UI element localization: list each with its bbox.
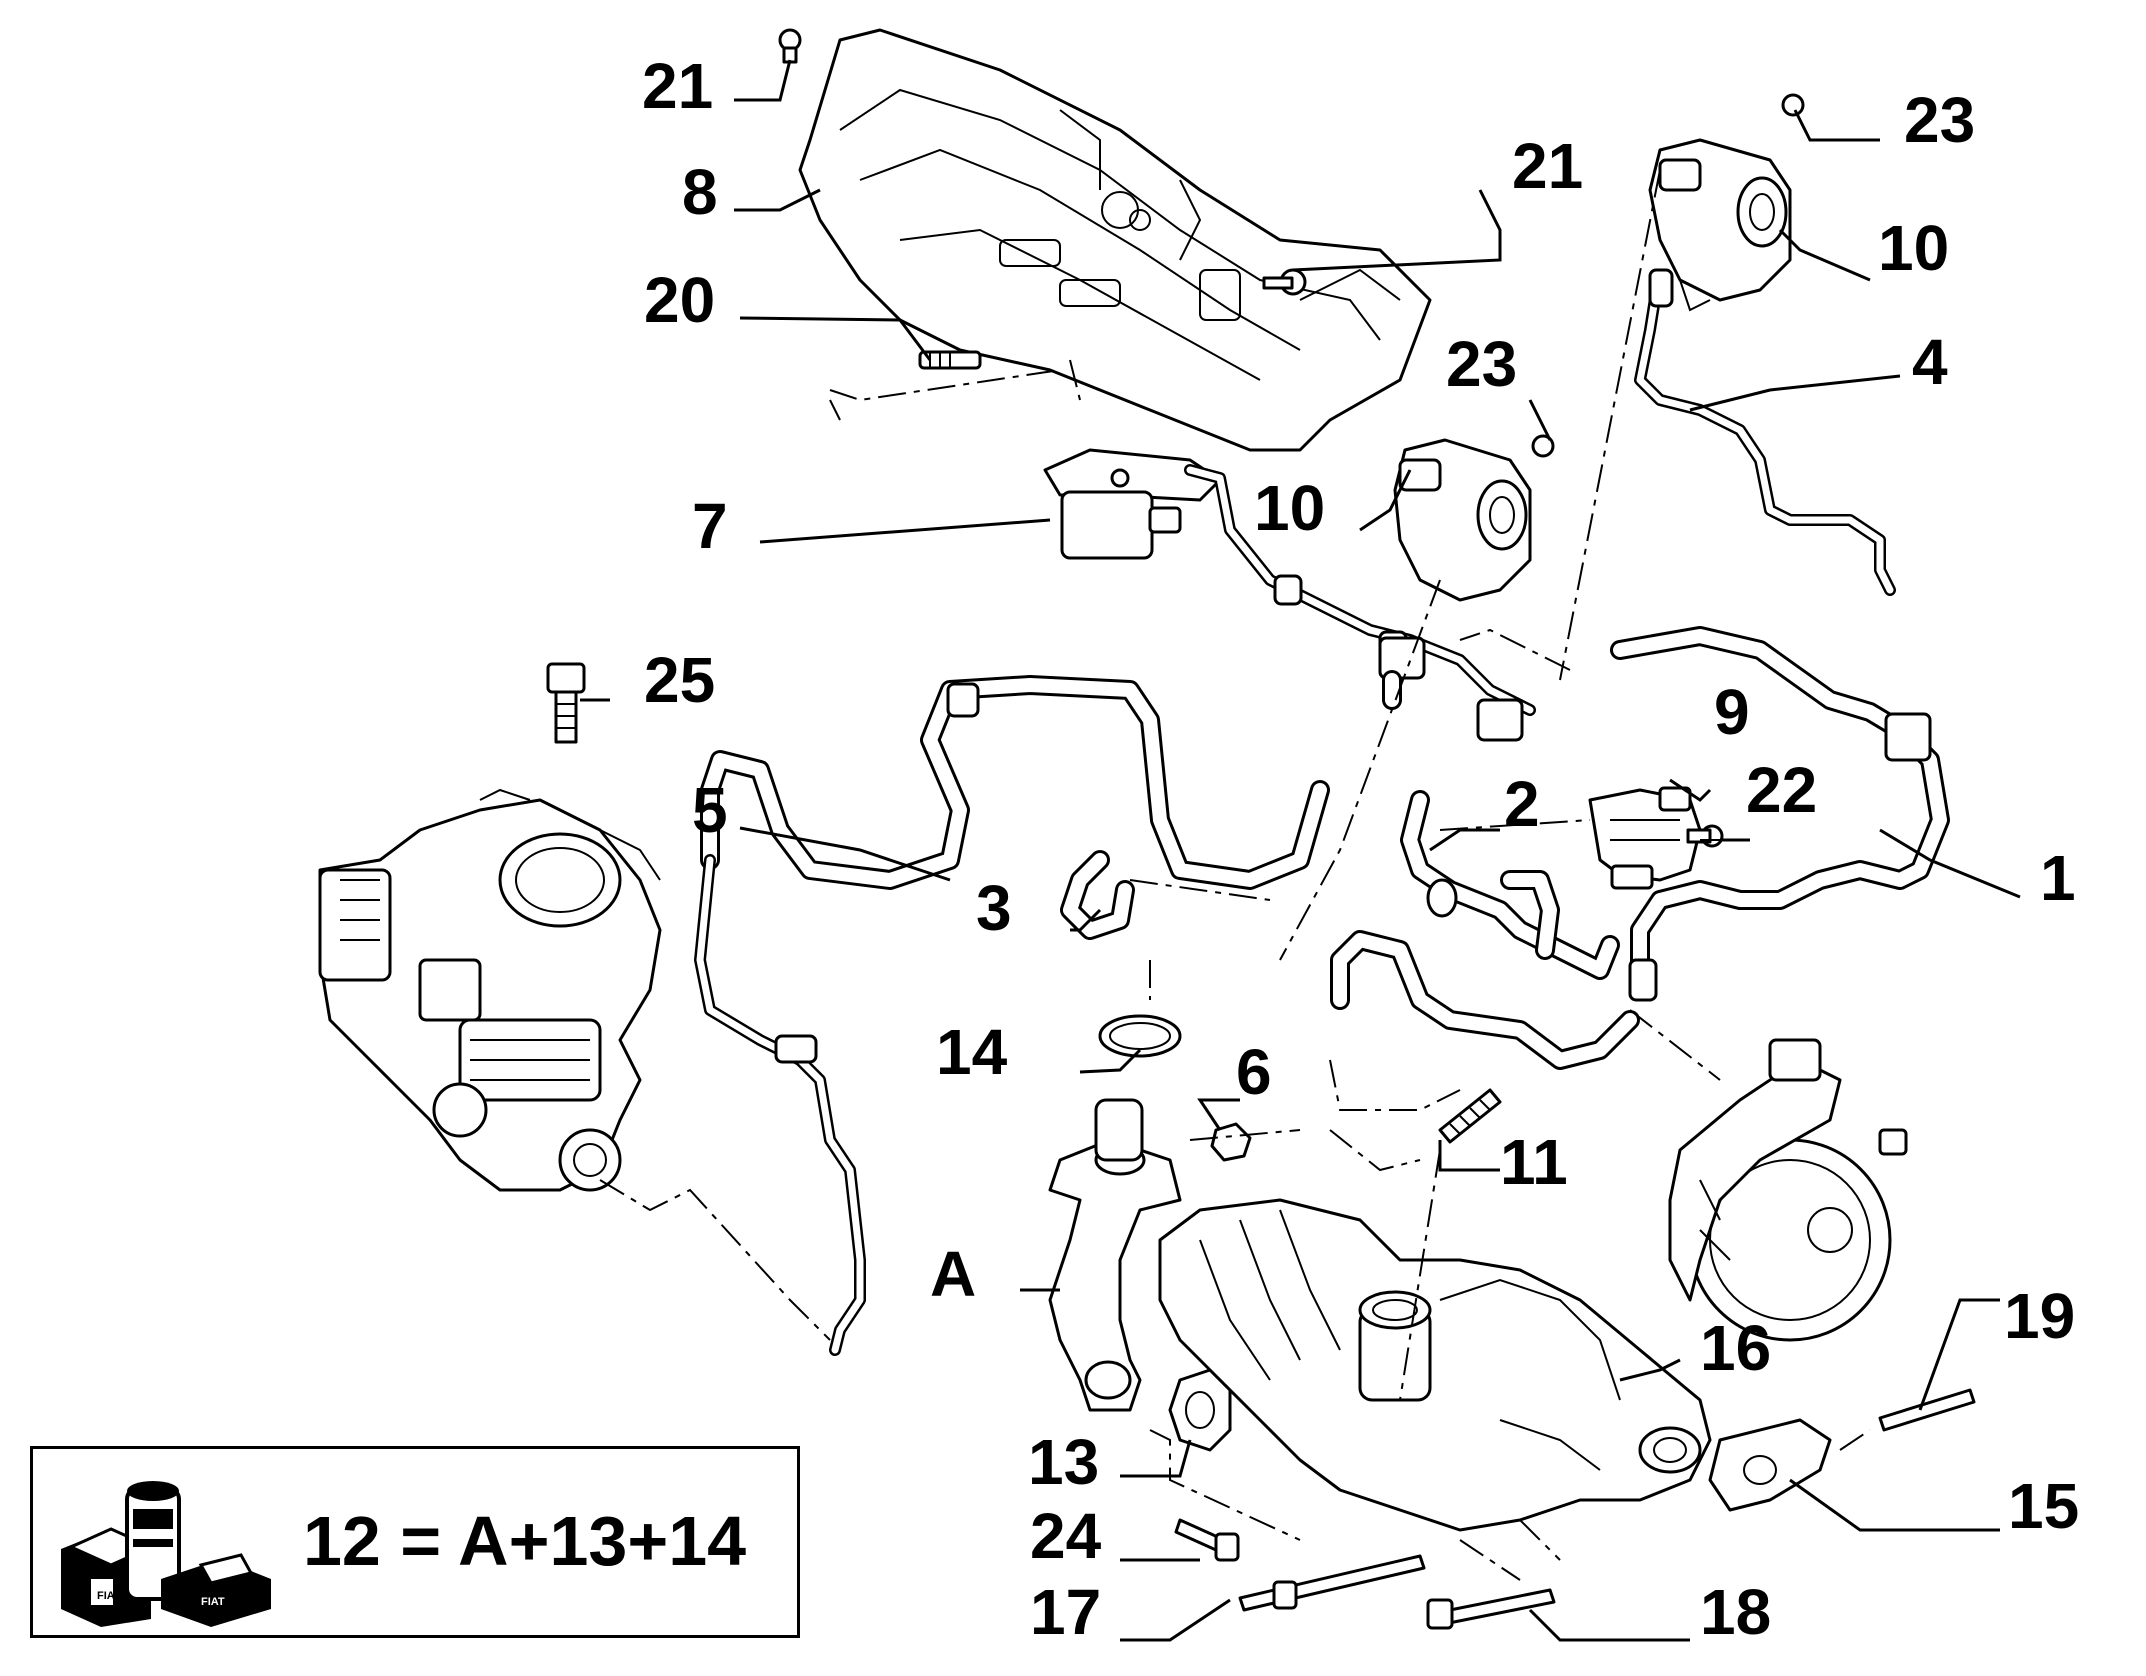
callout-15: 15 <box>2008 1470 2079 1542</box>
screw-part-22[interactable] <box>1686 824 1724 848</box>
bolt-part-25[interactable] <box>546 662 586 744</box>
vacuum-hose-part-2[interactable] <box>1400 790 1620 980</box>
screw-part-21-top[interactable] <box>778 28 802 64</box>
callout-13: 13 <box>1028 1426 1099 1498</box>
callout-23-middle: 23 <box>1446 328 1517 400</box>
callout-8: 8 <box>682 156 718 228</box>
egr-valve-cooler-part-16[interactable] <box>1158 1198 1712 1532</box>
kit-box-icon: FIAT FIAT <box>61 1481 271 1627</box>
sensor-part-9[interactable] <box>1588 786 1702 890</box>
callout-11: 11 <box>1500 1126 1568 1198</box>
vacuum-hose-part-4[interactable] <box>1634 268 1896 596</box>
kit-brand-mark-left: FIAT <box>97 1590 121 1602</box>
vacuum-hose-part-5[interactable] <box>700 675 1330 890</box>
stud-part-20[interactable] <box>918 350 982 370</box>
callout-23-top: 23 <box>1904 84 1975 156</box>
solenoid-valve-part-10-middle[interactable] <box>1393 438 1532 602</box>
bolt-part-17[interactable] <box>1238 1554 1426 1612</box>
vacuum-hose-lower-center[interactable] <box>1330 930 1640 1070</box>
callout-2: 2 <box>1504 768 1540 840</box>
bolt-part-24[interactable] <box>1174 1518 1240 1562</box>
callout-7: 7 <box>692 490 728 562</box>
callout-16: 16 <box>1700 1312 1771 1384</box>
solenoid-valve-part-10-top[interactable] <box>1648 138 1792 312</box>
callout-17: 17 <box>1030 1576 1101 1648</box>
vacuum-pump[interactable] <box>1668 1038 1908 1342</box>
engine-cover-part-8[interactable] <box>798 28 1432 452</box>
sensor-bracket-part-7[interactable] <box>1043 448 1222 560</box>
vacuum-hose-part-3[interactable] <box>1060 850 1135 940</box>
nut-part-23-middle[interactable] <box>1531 434 1555 458</box>
leader-lines <box>580 59 2021 1642</box>
screw-part-21-right[interactable] <box>1262 268 1307 296</box>
vacuum-hose-part-1[interactable] <box>1610 626 1950 1002</box>
callout-24: 24 <box>1030 1500 1102 1572</box>
o-ring-part-14[interactable] <box>1098 1014 1182 1058</box>
throttle-body-assembly[interactable] <box>318 788 662 1192</box>
nut-part-6[interactable] <box>1210 1122 1252 1162</box>
callout-labels: 1 2 3 4 5 6 7 8 9 10 10 11 13 14 15 16 1… <box>642 50 2079 1648</box>
callout-5: 5 <box>692 774 728 846</box>
callout-14: 14 <box>936 1016 1008 1088</box>
callout-6: 6 <box>1236 1036 1272 1108</box>
callout-10-top: 10 <box>1878 212 1949 284</box>
callout-4: 4 <box>1912 326 1948 398</box>
alignment-lines <box>599 169 1871 1581</box>
callout-10-middle: 10 <box>1254 472 1325 544</box>
callout-18: 18 <box>1700 1576 1771 1648</box>
gasket-part-13[interactable] <box>1168 1368 1232 1452</box>
callout-A: A <box>930 1238 976 1310</box>
kit-brand-mark-right: FIAT <box>201 1596 225 1608</box>
callout-3: 3 <box>976 872 1012 944</box>
callout-20: 20 <box>644 264 715 336</box>
bolt-part-18[interactable] <box>1426 1588 1556 1630</box>
kit-formula-text: 12 = A+13+14 <box>303 1502 747 1580</box>
callout-21-right: 21 <box>1512 130 1583 202</box>
callout-1: 1 <box>2040 842 2076 914</box>
callout-9: 9 <box>1714 676 1750 748</box>
kit-formula-box: FIAT FIAT 12 = A+13+14 <box>30 1446 800 1638</box>
pin-part-19[interactable] <box>1878 1388 1976 1432</box>
hose-connector-center[interactable] <box>1378 636 1524 742</box>
callout-22: 22 <box>1746 754 1817 826</box>
egr-pipe-part-A[interactable] <box>1048 1098 1182 1412</box>
callout-21-top: 21 <box>642 50 713 122</box>
callout-25: 25 <box>644 644 715 716</box>
vacuum-pipe-part-5-lower[interactable] <box>694 854 866 1356</box>
nut-part-23-top[interactable] <box>1781 93 1805 117</box>
callout-19: 19 <box>2004 1280 2075 1352</box>
stud-part-11[interactable] <box>1438 1088 1502 1144</box>
